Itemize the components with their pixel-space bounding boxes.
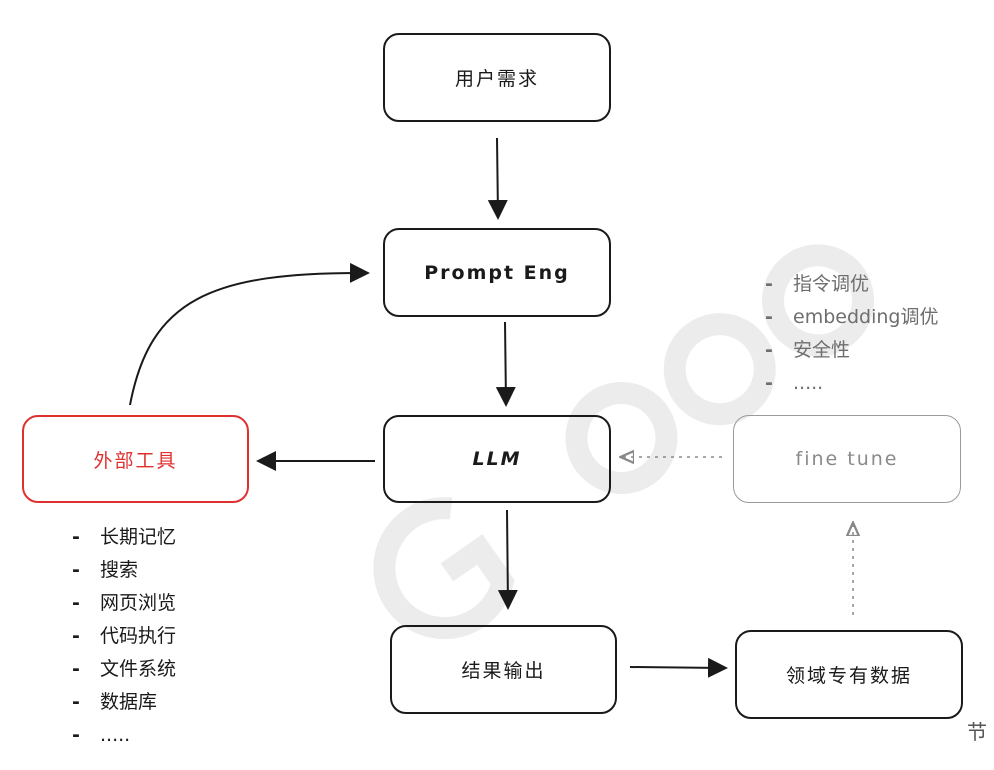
list-item: ..... [765, 367, 938, 400]
list-item: 指令调优 [765, 268, 938, 301]
node-prompt-eng: Prompt Eng [383, 228, 611, 317]
arrow-result-to-data [629, 657, 728, 678]
node-result-output: 结果输出 [390, 625, 617, 714]
node-label: LLM [472, 448, 522, 470]
node-label: 外部工具 [93, 449, 178, 472]
fine-tune-list: 指令调优 embedding调优 安全性 ..... [765, 268, 938, 400]
corner-text: 节 [967, 720, 987, 744]
list-item: 代码执行 [72, 620, 176, 653]
node-llm: LLM [383, 415, 611, 503]
tools-list: 长期记忆 搜索 网页浏览 代码执行 文件系统 数据库 ..... [72, 521, 176, 752]
node-external-tools: 外部工具 [22, 415, 249, 503]
list-item: 网页浏览 [72, 587, 176, 620]
node-user-need: 用户需求 [383, 33, 611, 122]
arrow-prompt-to-llm [495, 321, 516, 407]
arrow-tools-to-prompt [129, 262, 370, 406]
node-label: 用户需求 [454, 68, 539, 90]
node-label: 结果输出 [461, 660, 546, 682]
list-item: 文件系统 [72, 653, 176, 686]
node-domain-data: 领域专有数据 [735, 630, 963, 719]
node-label: Prompt Eng [424, 261, 570, 284]
list-item: 长期记忆 [72, 521, 176, 554]
arrow-llm-to-result [497, 509, 518, 610]
node-fine-tune: fine tune [733, 415, 961, 503]
list-item: 数据库 [72, 686, 176, 719]
list-item: embedding调优 [765, 301, 938, 334]
list-item: 安全性 [765, 334, 938, 367]
arrow-user-to-prompt [487, 137, 508, 220]
node-label: 领域专有数据 [785, 665, 912, 687]
node-label: fine tune [795, 448, 899, 470]
list-item: ..... [72, 719, 176, 752]
list-item: 搜索 [72, 554, 176, 587]
